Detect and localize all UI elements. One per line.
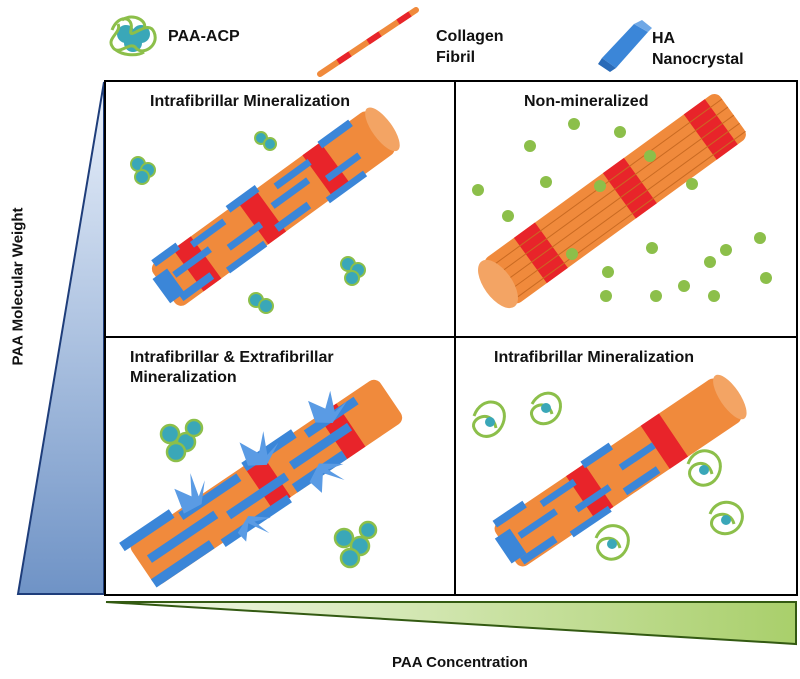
quadrant-title: Non-mineralized bbox=[524, 93, 649, 110]
ha-nanocrystal-legend-label: HA Nanocrystal bbox=[652, 30, 744, 68]
quadrant-title: Intrafibrillar Mineralization bbox=[150, 93, 351, 110]
paa-acp-cluster bbox=[472, 391, 744, 561]
collagen-fibril-legend-label: Collagen Fibril bbox=[436, 28, 504, 66]
quadrant-title: Intrafibrillar & Extrafibrillar Minerali… bbox=[130, 349, 334, 386]
collagen-fibril-legend-icon bbox=[316, 6, 420, 78]
paa-acp-cluster bbox=[159, 418, 378, 569]
quadrant-top-right: Non-mineralized bbox=[454, 80, 798, 338]
quadrant-bottom-right: Intrafibrillar Mineralization bbox=[454, 336, 798, 596]
y-axis-label: PAA Molecular Weight bbox=[9, 207, 27, 366]
concentration-wedge bbox=[104, 600, 798, 646]
quadrant-title: Intrafibrillar Mineralization bbox=[494, 349, 695, 366]
paa-acp-particles bbox=[472, 118, 772, 302]
intrafibrillar-high-mw-fibril-illustration bbox=[472, 374, 747, 567]
x-axis-label: PAA Concentration bbox=[392, 654, 528, 671]
ha-nanocrystal-legend-icon bbox=[596, 16, 652, 74]
molecular-weight-wedge bbox=[16, 80, 106, 596]
intrafibrillar-fibril-illustration bbox=[130, 107, 400, 314]
intra-extrafibrillar-fibril-illustration bbox=[119, 379, 403, 588]
paa-acp-legend-icon bbox=[104, 10, 162, 60]
non-mineralized-fibril-illustration bbox=[472, 94, 772, 309]
quadrant-top-left: Intrafibrillar Mineralization bbox=[104, 80, 456, 338]
paa-acp-legend-label: PAA-ACP bbox=[168, 28, 240, 45]
quadrant-bottom-left: Intrafibrillar & Extrafibrillar Minerali… bbox=[104, 336, 456, 596]
paa-acp-cluster bbox=[130, 131, 366, 314]
